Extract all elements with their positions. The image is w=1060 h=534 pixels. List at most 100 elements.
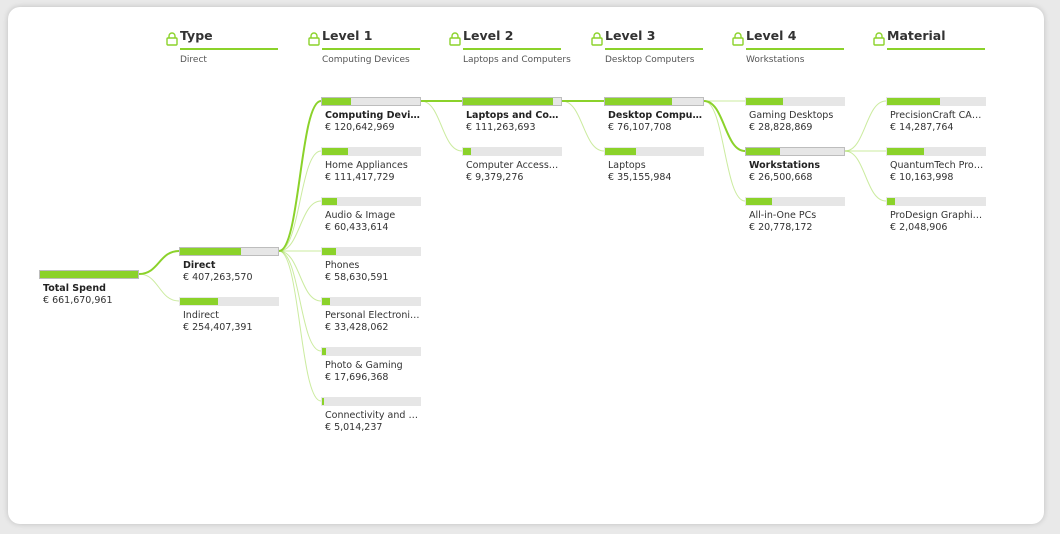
node-label: QuantumTech Professional Workstation <box>890 160 986 171</box>
tree-connector <box>844 100 887 152</box>
column-underline <box>180 48 278 50</box>
node-label: Photo & Gaming <box>325 360 403 371</box>
node-bar-fill <box>746 148 780 155</box>
node-bar-fill <box>605 98 672 105</box>
node-bar-fill <box>463 98 553 105</box>
column-title: Level 4 <box>746 28 797 43</box>
node-value: € 20,778,172 <box>749 222 813 233</box>
node-label: Laptops and Computers <box>466 110 562 121</box>
node-bar-fill <box>887 98 940 105</box>
node-bar[interactable] <box>745 147 845 156</box>
node-value: € 2,048,906 <box>890 222 948 233</box>
node-bar-fill <box>887 198 895 205</box>
node-value: € 33,428,062 <box>325 322 389 333</box>
node-bar[interactable] <box>886 197 986 206</box>
node-value: € 76,107,708 <box>608 122 672 133</box>
node-value: € 35,155,984 <box>608 172 672 183</box>
lock-icon[interactable] <box>449 32 461 46</box>
node-label: Computing Devices <box>325 110 421 121</box>
node-value: € 14,287,764 <box>890 122 954 133</box>
node-bar[interactable] <box>745 97 845 106</box>
tree-connector <box>138 273 180 302</box>
node-value: € 28,828,869 <box>749 122 813 133</box>
node-value: € 661,670,961 <box>43 295 113 306</box>
node-value: € 58,630,591 <box>325 272 389 283</box>
node-label: Desktop Computers <box>608 110 704 121</box>
lock-icon[interactable] <box>166 32 178 46</box>
column-title: Type <box>180 28 213 43</box>
tree-connector <box>420 100 463 152</box>
node-bar-fill <box>322 298 330 305</box>
column-subtitle: Laptops and Computers <box>463 55 571 65</box>
node-bar[interactable] <box>321 97 421 106</box>
node-label: Indirect <box>183 310 219 321</box>
lock-icon[interactable] <box>732 32 744 46</box>
tree-connector <box>703 100 746 202</box>
node-bar-fill <box>322 148 348 155</box>
node-bar[interactable] <box>321 247 421 256</box>
column-title: Level 3 <box>605 28 656 43</box>
node-bar[interactable] <box>604 97 704 106</box>
tree-connector <box>278 250 322 352</box>
tree-connector <box>278 200 322 252</box>
node-value: € 60,433,614 <box>325 222 389 233</box>
node-bar-fill <box>746 198 772 205</box>
lock-icon[interactable] <box>591 32 603 46</box>
node-bar[interactable] <box>462 147 562 156</box>
node-label: Computer Accessories <box>466 160 562 171</box>
column-title: Material <box>887 28 946 43</box>
node-value: € 9,379,276 <box>466 172 524 183</box>
node-value: € 120,642,969 <box>325 122 395 133</box>
node-label: Workstations <box>749 160 821 171</box>
node-bar[interactable] <box>321 397 421 406</box>
node-bar[interactable] <box>462 97 562 106</box>
node-bar-fill <box>887 148 924 155</box>
node-value: € 5,014,237 <box>325 422 383 433</box>
node-bar-fill <box>605 148 636 155</box>
column-title: Level 1 <box>322 28 373 43</box>
column-underline <box>463 48 561 50</box>
column-underline <box>605 48 703 50</box>
column-subtitle: Direct <box>180 55 207 65</box>
node-label: Home Appliances <box>325 160 408 171</box>
node-label: Direct <box>183 260 216 271</box>
node-label: Total Spend <box>43 283 106 294</box>
node-label: All-in-One PCs <box>749 210 817 221</box>
node-label: ProDesign Graphics Workstation <box>890 210 986 221</box>
node-bar[interactable] <box>321 197 421 206</box>
node-value: € 111,417,729 <box>325 172 395 183</box>
column-subtitle: Desktop Computers <box>605 55 695 65</box>
column-underline <box>322 48 420 50</box>
node-bar[interactable] <box>886 147 986 156</box>
tree-connectors <box>138 100 887 402</box>
node-bar[interactable] <box>321 347 421 356</box>
node-value: € 26,500,668 <box>749 172 813 183</box>
node-label: PrecisionCraft CAD Workstation <box>890 110 986 121</box>
column-subtitle: Workstations <box>746 55 805 65</box>
node-bar-fill <box>180 298 218 305</box>
node-value: € 254,407,391 <box>183 322 253 333</box>
node-bar[interactable] <box>745 197 845 206</box>
node-bar-fill <box>322 98 351 105</box>
node-label: Personal Electronic Devices <box>325 310 421 321</box>
node-bar-fill <box>322 198 337 205</box>
node-bar[interactable] <box>886 97 986 106</box>
node-bar-fill <box>180 248 241 255</box>
node-bar[interactable] <box>179 297 279 306</box>
node-label: Laptops <box>608 160 646 171</box>
node-bar[interactable] <box>321 147 421 156</box>
node-bar[interactable] <box>321 297 421 306</box>
node-bar[interactable] <box>179 247 279 256</box>
tree-connector <box>844 150 887 202</box>
node-label: Gaming Desktops <box>749 110 834 121</box>
lock-icon[interactable] <box>308 32 320 46</box>
node-label: Connectivity and Power <box>325 410 421 421</box>
node-bar[interactable] <box>604 147 704 156</box>
tree-connector <box>278 250 322 402</box>
lock-icon[interactable] <box>873 32 885 46</box>
tree-connector <box>703 100 746 152</box>
column-underline <box>746 48 844 50</box>
node-bar[interactable] <box>39 270 139 279</box>
node-bar-fill <box>746 98 783 105</box>
